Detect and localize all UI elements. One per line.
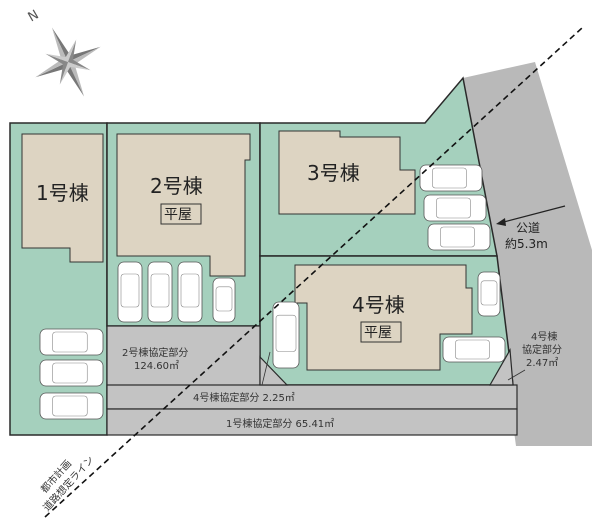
lot2-agreement-area: 124.60㎡ [134,360,179,372]
building-4-tag-box [360,321,402,343]
parked-car-icon [212,277,236,323]
agreement-strip-lot4 [106,384,518,410]
lot2-agreement-label: 2号棟協定部分 [122,346,188,359]
building-3-label: 3号棟 [307,161,360,185]
lot4-corner-area: 2.47㎡ [526,357,558,369]
building-1 [21,133,104,263]
building-4 [294,264,473,371]
building-4-label: 4号棟 [352,293,405,317]
building-2 [116,133,251,277]
road-width: 約5.3m [505,236,548,251]
building-4-tag: 平屋 [364,325,392,341]
planned-road-line [44,27,583,518]
leader-lot4-corner [507,369,526,381]
parked-car-icon [477,271,501,317]
building-2-label: 2号棟 [150,174,203,198]
public-road [463,62,592,446]
parked-car-icon [177,261,203,323]
parked-car-icon [39,328,104,356]
lot4-corner-line1: 4号棟 [531,330,557,343]
arrow-head-icon [496,218,506,226]
parked-car-icon [39,359,104,387]
parked-car-icon [272,301,300,369]
parked-car-icon [427,223,491,251]
parked-car-icon [423,194,487,222]
leader-lot4-strip [261,351,271,386]
building-2-tag: 平屋 [164,207,192,223]
corner-cut-right [488,348,514,386]
parked-car-icon [117,261,143,323]
parked-car-icon [419,164,483,192]
lot1-strip-label: 1号棟協定部分 65.41㎡ [226,417,334,430]
agreement-strip-lot1 [106,408,518,436]
north-label: N [26,7,42,25]
building-1-label: 1号棟 [36,181,89,205]
lot4-strip-label: 4号棟協定部分 2.25㎡ [193,391,295,404]
road-label: 公道 [516,221,540,235]
parked-car-icon [442,336,506,363]
compass-rose-icon [35,27,101,97]
road-width-arrow [499,205,566,224]
building-3 [278,130,416,215]
parked-car-icon [147,261,173,323]
lot4-corner-line2: 協定部分 [522,343,562,356]
parked-car-icon [39,392,104,420]
building-2-tag-box [160,203,202,225]
